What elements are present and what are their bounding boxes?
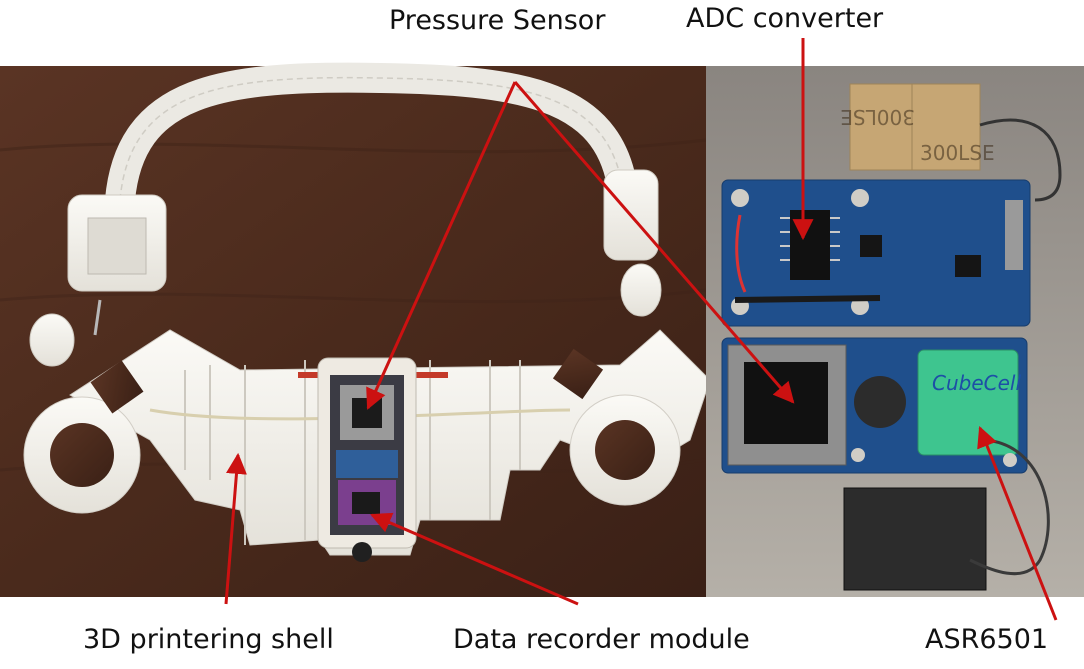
arrow-pressure-sensor-to-board — [513, 81, 795, 404]
label-adc-converter: ADC converter — [686, 3, 884, 34]
arrow-pressure-sensor-to-module — [366, 81, 517, 410]
label-data-recorder: Data recorder module — [453, 624, 750, 655]
cubecell-logo-text: CubeCell — [932, 371, 1021, 395]
label-pressure-sensor: Pressure Sensor — [389, 5, 606, 36]
label-asr6501: ASR6501 — [925, 624, 1049, 655]
device-photo — [0, 62, 711, 597]
arrow-asr6501 — [977, 426, 1058, 621]
tape-text-2: 300LSE — [920, 141, 995, 165]
tape-text-1: 300LSE — [840, 105, 915, 129]
label-shell: 3D printering shell — [83, 624, 334, 655]
arrow-data-recorder — [370, 512, 579, 606]
annotation-arrows — [224, 38, 1058, 621]
electronics-photo: 300LSE 300LSE CubeCell — [706, 66, 1084, 597]
arrow-shell — [224, 452, 247, 605]
